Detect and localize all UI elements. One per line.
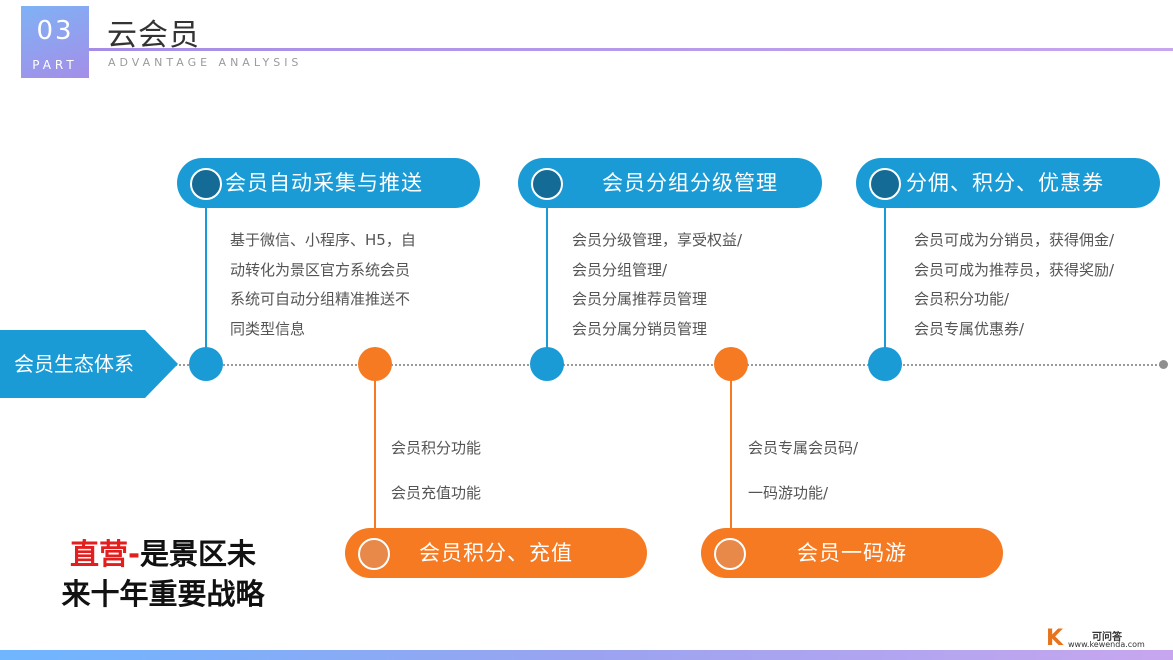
description-line: 会员分属分销员管理 <box>572 319 708 338</box>
pill-title: 会员分组分级管理 <box>602 171 778 195</box>
pill-circle-icon <box>869 168 901 200</box>
description-line: 会员积分功能/ <box>914 290 1010 308</box>
feature-pill-one-code: 会员一码游 <box>701 528 1003 578</box>
description-points-recharge: 会员积分功能 会员充值功能 <box>391 426 481 516</box>
pill-circle-icon <box>190 168 222 200</box>
description-line: 会员积分功能 <box>391 439 482 457</box>
feature-pill-points-recharge: 会员积分、充值 <box>345 528 647 578</box>
timeline-node-5 <box>868 347 902 381</box>
description-group-manage: 会员分级管理，享受权益/ 会员分组管理/ 会员分属推荐员管理 会员分属分销员管理 <box>572 226 742 344</box>
description-line: 会员分级管理，享受权益/ <box>572 231 743 249</box>
page-subtitle: ADVANTAGE ANALYSIS <box>108 56 303 69</box>
timeline-node-1 <box>189 347 223 381</box>
connector-top-2 <box>546 200 548 365</box>
timeline-node-2 <box>358 347 392 381</box>
slogan: 直营-是景区未 来十年重要战略 <box>38 534 288 614</box>
description-commission: 会员可成为分销员，获得佣金/ 会员可成为推荐员，获得奖励/ 会员积分功能/ 会员… <box>914 226 1114 344</box>
description-auto-collect: 基于微信、小程序、H5，自 动转化为景区官方系统会员 系统可自动分组精准推送不 … <box>230 226 416 344</box>
description-line: 基于微信、小程序、H5，自 <box>230 231 416 249</box>
pill-circle-icon <box>531 168 563 200</box>
timeline-node-4 <box>714 347 748 381</box>
watermark-k-icon: K <box>1046 626 1064 651</box>
pill-title: 会员积分、充值 <box>419 541 573 565</box>
description-line: 会员专属会员码/ <box>748 439 859 457</box>
description-line: 会员分属推荐员管理 <box>572 290 708 308</box>
description-line: 系统可自动分组精准推送不 <box>230 290 411 308</box>
connector-top-1 <box>205 200 207 365</box>
description-line: 会员可成为推荐员，获得奖励/ <box>914 260 1115 279</box>
timeline-line <box>170 364 1165 366</box>
feature-pill-commission: 分佣、积分、优惠券 <box>856 158 1160 208</box>
description-one-code: 会员专属会员码/ 一码游功能/ <box>748 426 858 516</box>
pill-circle-icon <box>358 538 390 570</box>
description-line: 一码游功能/ <box>748 484 829 502</box>
part-label: PART <box>32 58 78 72</box>
feature-pill-group-manage: 会员分组分级管理 <box>518 158 822 208</box>
description-line: 会员充值功能 <box>391 484 482 502</box>
description-line: 动转化为景区官方系统会员 <box>230 260 411 279</box>
connector-bottom-2 <box>730 364 732 534</box>
description-line: 会员分组管理/ <box>572 260 668 279</box>
pill-circle-icon <box>714 538 746 570</box>
watermark-url: www.kewenda.com <box>1068 640 1145 649</box>
description-line: 同类型信息 <box>230 319 306 338</box>
watermark-logo: K 可问答 www.kewenda.com <box>1046 626 1170 652</box>
header-divider <box>89 48 1173 51</box>
part-badge: 03 PART <box>21 6 89 78</box>
slogan-line-2: 来十年重要战略 <box>61 577 265 611</box>
timeline-end-dot <box>1159 360 1168 369</box>
pill-title: 分佣、积分、优惠券 <box>906 171 1104 195</box>
description-line: 会员可成为分销员，获得佣金/ <box>914 231 1115 249</box>
pill-title: 会员一码游 <box>797 541 907 565</box>
description-line: 会员专属优惠券/ <box>914 319 1025 338</box>
slogan-line-1-rest: 是景区未 <box>140 537 257 571</box>
pill-title: 会员自动采集与推送 <box>225 171 423 195</box>
page-title: 云会员 <box>107 18 200 53</box>
part-number: 03 <box>36 16 74 46</box>
timeline-node-3 <box>530 347 564 381</box>
connector-bottom-1 <box>374 364 376 534</box>
connector-top-3 <box>884 200 886 365</box>
slogan-highlight: 直营- <box>69 537 141 571</box>
feature-pill-auto-collect: 会员自动采集与推送 <box>177 158 480 208</box>
timeline-label: 会员生态体系 <box>0 330 178 398</box>
slogan-line-1: 直营-是景区未 <box>38 534 288 574</box>
bottom-bar <box>0 650 1173 660</box>
watermark-name: 可问答 <box>1092 632 1122 643</box>
